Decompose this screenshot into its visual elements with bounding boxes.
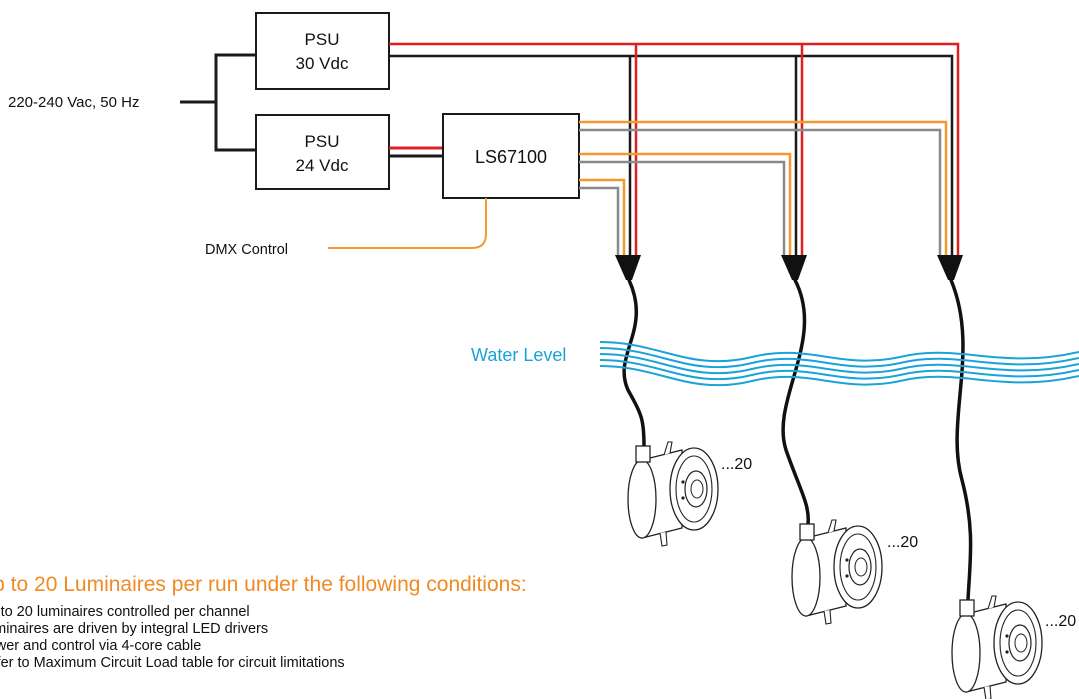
power-bus [389,42,960,255]
cable-joint-2 [781,255,807,280]
cable-joint-3 [937,255,963,280]
water-level-label: Water Level [471,345,566,365]
mains-supply-wiring [180,53,256,152]
luminaire-3 [951,595,1043,699]
condition-item: Refer to Maximum Circuit Load table for … [0,655,345,671]
conditions-list: Up to 20 luminaires controlled per chann… [0,604,718,672]
cable-joint-1 [615,255,641,280]
condition-item: Luminaires are driven by integral LED dr… [0,621,269,637]
psu-24-line2: 24 Vdc [296,156,349,175]
psu-30-line1: PSU [305,30,340,49]
dmx-control-line [328,198,487,249]
controller-label: LS67100 [475,147,547,167]
data-bus [579,120,948,255]
luminaire-1 [627,441,719,547]
condition-item: Power and control via 4-core cable [0,638,202,654]
dmx-control-label: DMX Control [205,242,288,258]
submerged-cables [622,278,973,602]
luminaire-count-1: ...20 [721,456,752,473]
mains-supply-label: 220-240 Vac, 50 Hz [8,94,139,111]
luminaire-count-3: ...20 [1045,613,1076,630]
psu24-to-controller-wires [389,146,443,158]
luminaire-2 [791,519,883,625]
psu-24-line1: PSU [305,132,340,151]
conditions-notes: Up to 20 Luminaires per run under the fo… [0,572,718,672]
ls67100-controller: LS67100 [442,113,580,199]
conditions-heading: Up to 20 Luminaires per run under the fo… [0,573,527,596]
water-level-waves [599,341,1079,387]
psu-30vdc: PSU 30 Vdc [255,12,390,90]
psu-24vdc: PSU 24 Vdc [255,114,390,190]
luminaire-count-2: ...20 [887,534,918,551]
condition-item: Up to 20 luminaires controlled per chann… [0,604,250,620]
psu-30-line2: 30 Vdc [296,54,349,73]
